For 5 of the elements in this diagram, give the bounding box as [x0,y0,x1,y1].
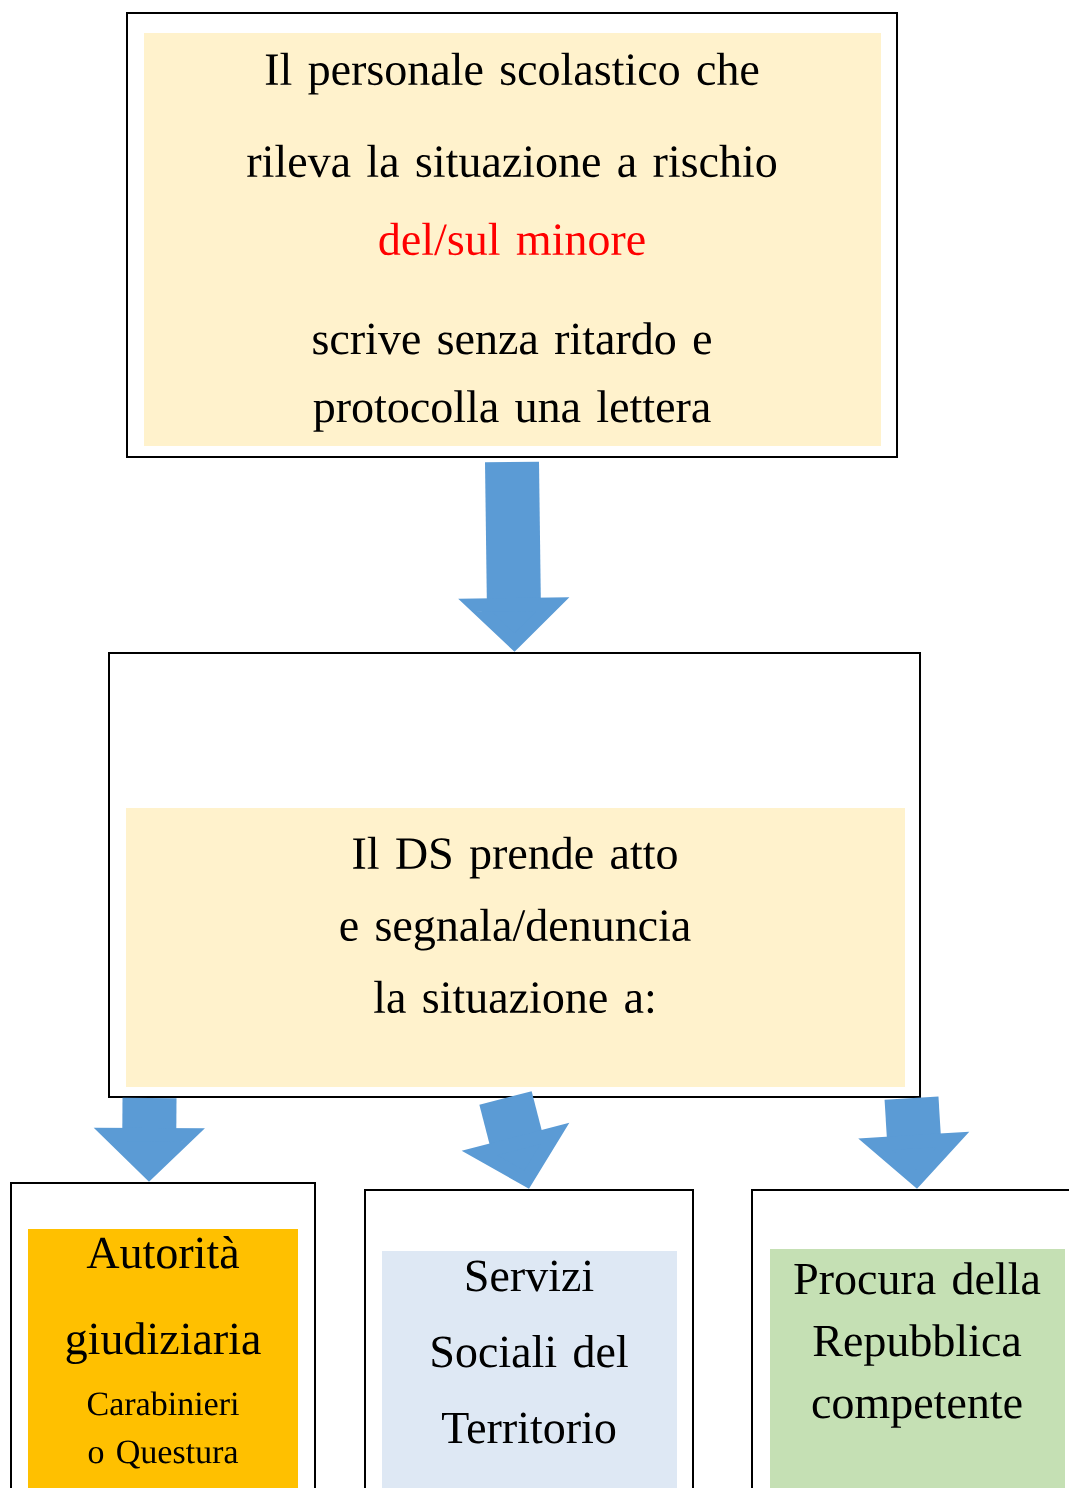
process-box: Autorità giudiziaria Carabinieri o Questura [10,1182,316,1488]
process-box: Procura della Repubblica competente [751,1189,1069,1488]
process-box: Servizi Sociali del Territorio [364,1189,694,1488]
process-box: Il personale scolastico che rileva la situazione a rischio del/sul minore scrive senza ritardo e protocolla una lettera [126,12,898,458]
process-box: Il DS prende atto e segnala/denuncia la situazione a: [108,652,921,1098]
